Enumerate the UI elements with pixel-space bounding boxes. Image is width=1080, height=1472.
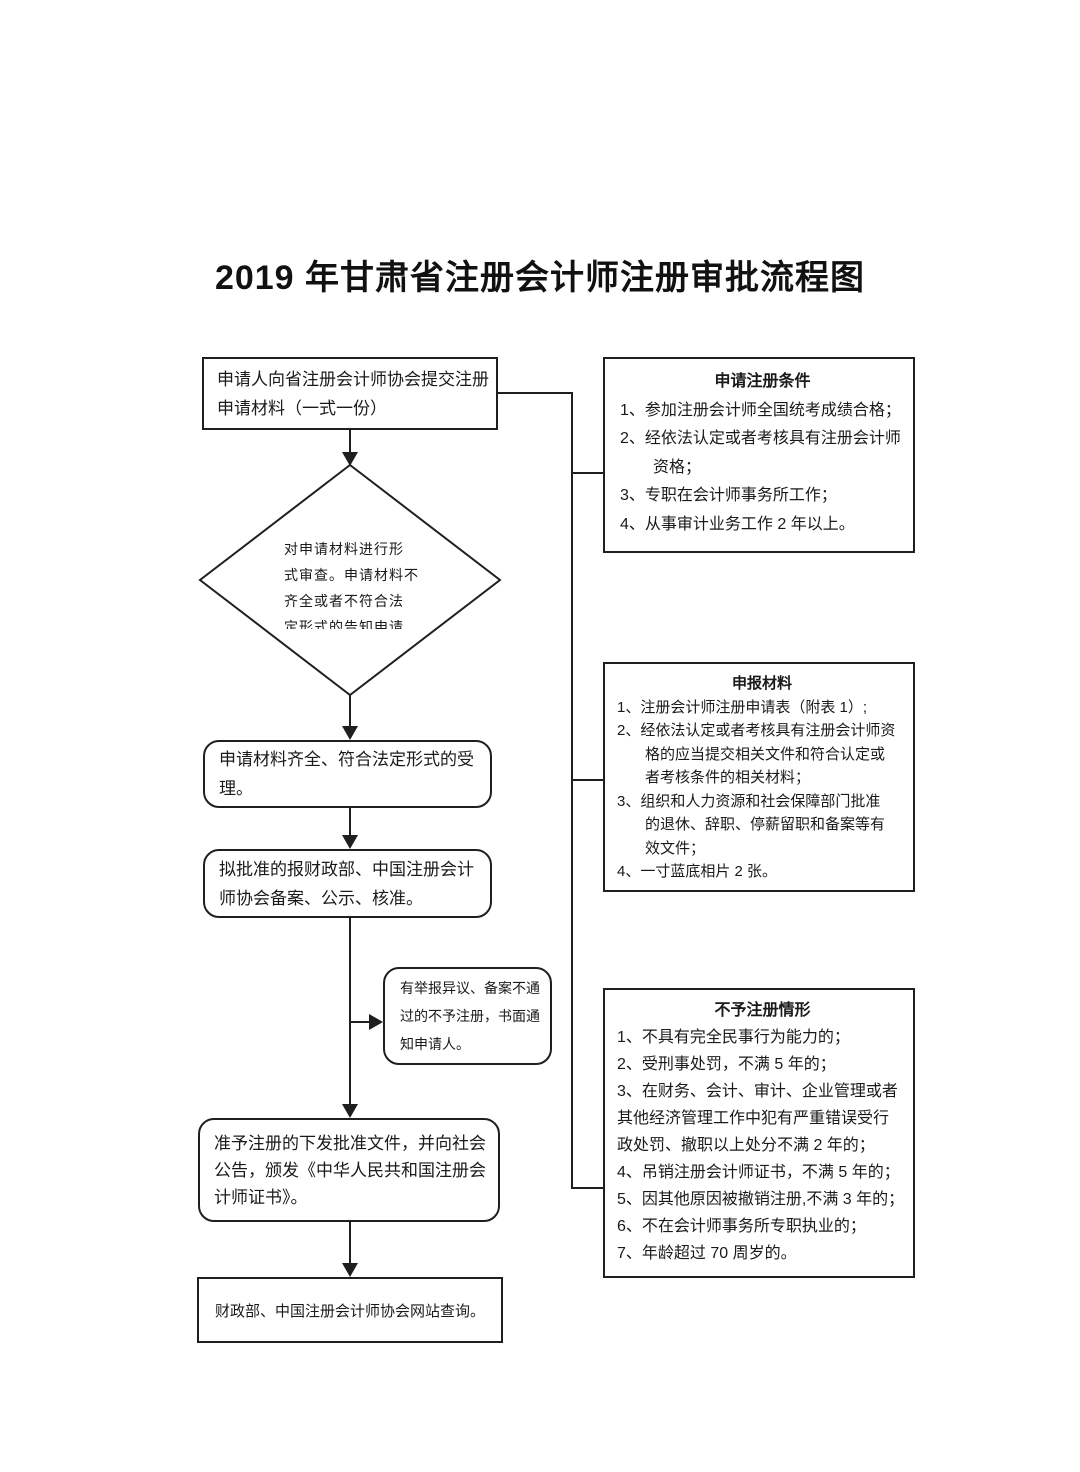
panel-line: 3、专职在会计师事务所工作； bbox=[620, 487, 837, 504]
box-text-line: 准予注册的下发批准文件，并向社会 bbox=[214, 1133, 486, 1153]
certificate-issue-box: 准予注册的下发批准文件，并向社会 公告，颁发《中华人民共和国注册会 计师证书》。 bbox=[198, 1118, 500, 1222]
panel-line: 4、一寸蓝底相片 2 张。 bbox=[617, 863, 778, 880]
website-query-box: 财政部、中国注册会计师协会网站查询。 bbox=[197, 1277, 503, 1343]
panel-line: 7、年龄超过 70 周岁的。 bbox=[617, 1245, 797, 1262]
panel-line: 政处罚、撤职以上处分不满 2 年的； bbox=[617, 1137, 875, 1154]
panel-line: 1、参加注册会计师全国统考成绩合格； bbox=[620, 401, 901, 419]
box-text-line: 师协会备案、公示、核准。 bbox=[219, 888, 423, 908]
panel-title: 不予注册情形 bbox=[714, 1002, 811, 1019]
panel-title: 申请注册条件 bbox=[714, 373, 811, 390]
box-text-line: 申请人向省注册会计师协会提交注册 bbox=[217, 369, 489, 389]
panel-line: 者考核条件的相关材料； bbox=[645, 769, 811, 786]
box-text-line: 过的不予注册，书面通 bbox=[400, 1008, 540, 1024]
arrow-down-into-accept bbox=[342, 726, 358, 740]
panel-line: 格的应当提交相关文件和符合认定或 bbox=[645, 745, 886, 763]
box-text-line: 申请材料齐全、符合法定形式的受 bbox=[219, 750, 474, 769]
panel-line: 1、注册会计师注册申请表（附表 1）; bbox=[617, 698, 868, 716]
panel-line: 2、受刑事处罚，不满 5 年的； bbox=[617, 1056, 836, 1073]
panel-line: 6、不在会计师事务所专职执业的； bbox=[617, 1218, 866, 1235]
panel-line: 效文件； bbox=[645, 839, 706, 857]
arrow-down-into-filing bbox=[342, 835, 358, 849]
box-text-line: 拟批准的报财政部、中国注册会计 bbox=[219, 859, 474, 879]
diamond-text-line: 齐全或者不符合法 bbox=[284, 593, 404, 609]
box-text-line: 理。 bbox=[219, 779, 253, 798]
submit-application-box: 申请人向省注册会计师协会提交注册 申请材料（一式一份） bbox=[202, 357, 498, 430]
arrow-right-into-objection bbox=[369, 1014, 383, 1030]
panel-line: 2、经依法认定或者考核具有注册会计师 bbox=[620, 430, 901, 447]
diamond-text-line: 对申请材料进行形 bbox=[284, 541, 404, 557]
box-text-line: 公告，颁发《中华人民共和国注册会 bbox=[214, 1160, 486, 1180]
diamond-text-line: 定形式的告知申请 bbox=[284, 619, 404, 629]
panel-line: 3、组织和人力资源和社会保障部门批准 bbox=[617, 792, 881, 810]
box-text-line: 有举报异议、备案不通 bbox=[400, 980, 540, 996]
diamond-text-line: 式审查。申请材料不 bbox=[284, 567, 419, 583]
box-text-line: 申请材料（一式一份） bbox=[217, 398, 387, 418]
panel-line: 4、从事审计业务工作 2 年以上。 bbox=[620, 515, 855, 533]
arrow-down-into-query bbox=[342, 1263, 358, 1277]
objection-notice-box: 有举报异议、备案不通 过的不予注册，书面通 知申请人。 bbox=[383, 967, 552, 1065]
panel-line: 资格； bbox=[653, 458, 702, 476]
panel-line: 2、经依法认定或者考核具有注册会计师资 bbox=[617, 722, 896, 739]
panel-denial-circumstances: 不予注册情形 1、不具有完全民事行为能力的； 2、受刑事处罚，不满 5 年的； 3、在… bbox=[603, 988, 915, 1278]
arrow-down-into-diamond bbox=[342, 452, 358, 466]
formal-review-diamond-text: 对申请材料进行形 式审查。申请材料不 齐全或者不符合法 定形式的告知申请 bbox=[284, 536, 464, 629]
panel-line: 1、不具有完全民事行为能力的； bbox=[617, 1029, 850, 1046]
panel-line: 3、在财务、会计、审计、企业管理或者 bbox=[617, 1083, 898, 1100]
page-title: 2019 年甘肃省注册会计师注册审批流程图 bbox=[214, 259, 866, 297]
panel-line: 的退休、辞职、停薪留职和备案等有 bbox=[645, 816, 886, 833]
panel-application-materials: 申报材料 1、注册会计师注册申请表（附表 1）; 2、经依法认定或者考核具有注册会计… bbox=[603, 662, 915, 892]
arrow-down-into-certificate bbox=[342, 1104, 358, 1118]
acceptance-box: 申请材料齐全、符合法定形式的受 理。 bbox=[203, 740, 492, 808]
filing-publicity-box: 拟批准的报财政部、中国注册会计 师协会备案、公示、核准。 bbox=[203, 849, 492, 918]
panel-line: 5、因其他原因被撤销注册,不满 3 年的； bbox=[617, 1191, 905, 1208]
box-text-line: 计师证书》。 bbox=[214, 1187, 308, 1207]
review-diamond-shape bbox=[198, 463, 502, 697]
panel-line: 4、吊销注册会计师证书，不满 5 年的； bbox=[617, 1164, 900, 1181]
panel-registration-conditions: 申请注册条件 1、参加注册会计师全国统考成绩合格； 2、经依法认定或者考核具有注册会… bbox=[603, 357, 915, 553]
box-text-line: 财政部、中国注册会计师协会网站查询。 bbox=[214, 1302, 485, 1320]
panel-line: 其他经济管理工作中犯有严重错误受行 bbox=[617, 1110, 890, 1127]
panel-title: 申报材料 bbox=[731, 675, 792, 692]
box-text-line: 知申请人。 bbox=[400, 1036, 470, 1052]
